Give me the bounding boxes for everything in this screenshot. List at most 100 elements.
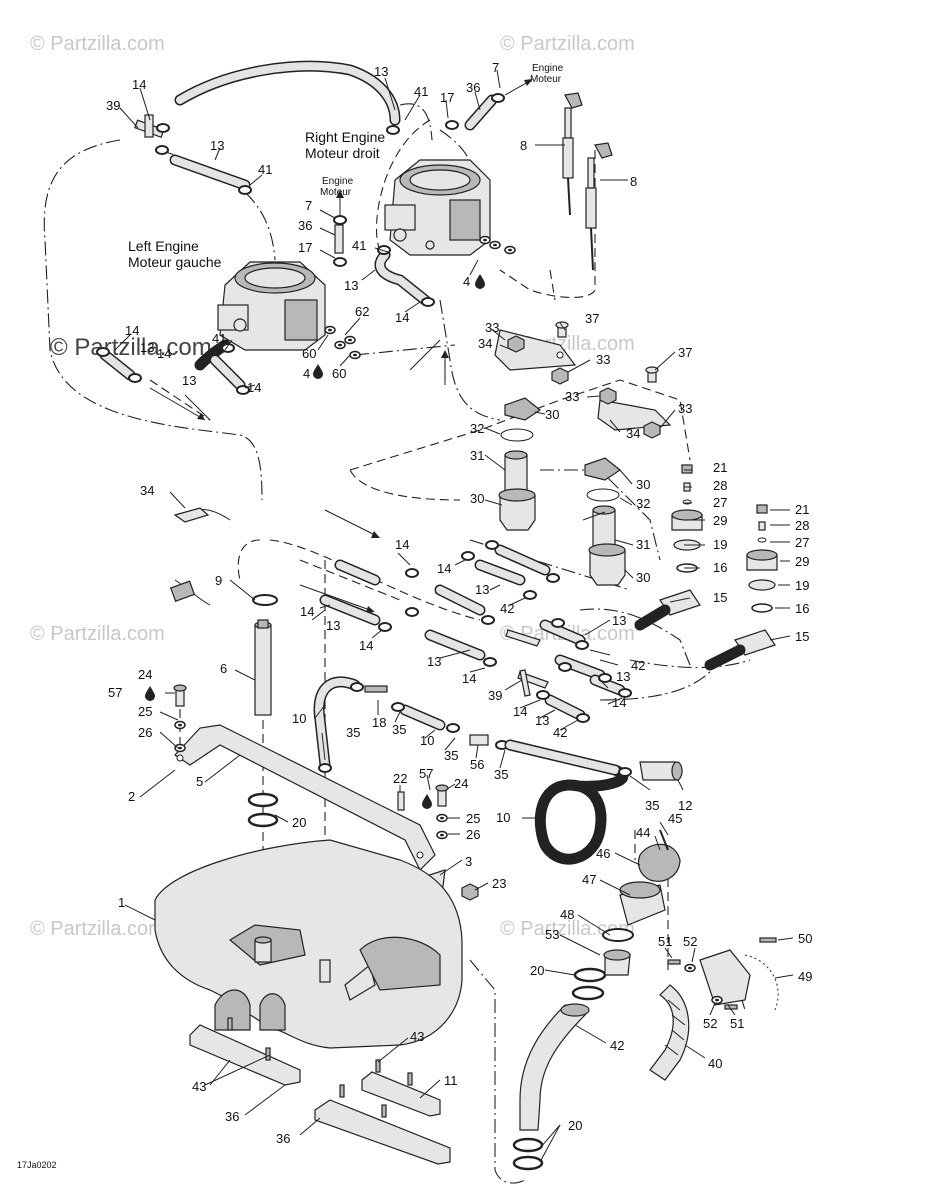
callout-25: 25 (138, 704, 152, 719)
callout-35: 34 (478, 336, 492, 351)
callout-labels: 13 14 39 13 41 41 17 36 7 Engine Moteur … (17, 60, 812, 1170)
watermark-text: © Partzilla.com (30, 918, 165, 940)
left-carburetor (217, 261, 326, 351)
callout-60: 60 (332, 366, 346, 381)
callout-14: 14 (132, 77, 146, 92)
callout-52: 50 (798, 931, 812, 946)
callout-20: 20 (292, 815, 306, 830)
engine-note-fr: Moteur (320, 187, 352, 198)
diagram-code: 17Ja0202 (17, 1160, 57, 1170)
callout-32: 32 (470, 421, 484, 436)
middle-hose-bank (319, 540, 632, 723)
callout-13: 13 (616, 669, 630, 684)
callout-28: 28 (713, 478, 727, 493)
callout-33: 33 (596, 352, 610, 367)
callout-13: 13 (535, 713, 549, 728)
callout-16: 16 (713, 560, 727, 575)
left-engine-label-fr: Moteur gauche (128, 254, 222, 270)
callout-14: 14 (462, 671, 476, 686)
vent-tube-41 (649, 984, 690, 1081)
callout-47: 45 (668, 811, 682, 826)
callout-7: 7 (305, 198, 312, 213)
callout-31: 31 (470, 448, 484, 463)
flow-arrows (149, 339, 449, 613)
clamp (238, 185, 252, 195)
callout-42: 42 (500, 601, 514, 616)
callout-12: 12 (678, 798, 692, 813)
callout-5: 5 (196, 774, 203, 789)
callout-38: 36 (466, 80, 480, 95)
fuel-sender-6 (170, 507, 278, 716)
screws-and-nuts (507, 321, 661, 439)
callout-53: 51 (658, 934, 672, 949)
callout-14: 14 (125, 323, 139, 338)
callout-14: 14 (247, 380, 261, 395)
callout-48: 46 (596, 846, 610, 861)
tank-pad-right-lower (314, 1084, 451, 1165)
callout-14: 14 (395, 310, 409, 325)
callout-26: 26 (466, 827, 480, 842)
callout-30: 30 (470, 491, 484, 506)
callout-37: 35 (444, 748, 458, 763)
right-engine-label-fr: Moteur droit (305, 145, 380, 161)
callout-18: 18 (372, 715, 386, 730)
callout-3: 3 (465, 854, 472, 869)
callout-43: 41 (212, 331, 226, 346)
fuel-filter-right (584, 457, 626, 586)
callout-20: 20 (530, 963, 544, 978)
callout-21: 21 (713, 460, 727, 475)
callout-39: 37 (585, 311, 599, 326)
callout-16: 16 (795, 601, 809, 616)
clamps-20-filler (571, 967, 607, 1001)
callout-21: 21 (795, 502, 809, 517)
callout-19: 19 (713, 537, 727, 552)
callout-50: 48 (560, 907, 574, 922)
callout-30: 30 (636, 477, 650, 492)
callout-34: 34 (140, 483, 154, 498)
callout-29: 29 (713, 513, 727, 528)
callout-60: 60 (302, 346, 316, 361)
callout-22: 22 (393, 771, 407, 786)
callout-2: 2 (128, 789, 135, 804)
engine-note-en: Engine (532, 63, 564, 74)
callout-37: 35 (392, 722, 406, 737)
callout-37: 35 (494, 767, 508, 782)
callout-43: 41 (414, 84, 428, 99)
t-fitting-40-left (96, 347, 142, 383)
callout-27: 27 (795, 535, 809, 550)
callout-15: 15 (713, 590, 727, 605)
hose-13-right-carb (374, 245, 435, 307)
callout-55: 53 (545, 927, 559, 942)
clamp (156, 123, 170, 133)
callout-15: 15 (795, 629, 809, 644)
right-engine-label: Right Engine (305, 129, 385, 145)
left-engine-fitting-38 (333, 190, 347, 267)
fuel-cap-assembly-right (704, 504, 778, 671)
clamp (491, 93, 505, 103)
callout-13: 13 (374, 64, 388, 79)
callout-9: 9 (215, 573, 222, 588)
engine-note-fr: Moteur (530, 74, 562, 85)
callout-4: 4 (303, 366, 310, 381)
callout-54: 52 (683, 934, 697, 949)
callout-56: 56 (470, 757, 484, 772)
support-bracket-5 (174, 724, 436, 872)
filler-hose-44 (512, 1003, 590, 1171)
callout-28: 28 (795, 518, 809, 533)
t-fitting-40-top (134, 114, 165, 139)
callout-30: 30 (545, 407, 559, 422)
right-carburetor (384, 159, 491, 256)
callout-57: 57 (108, 685, 122, 700)
fuel-line-10-upper (313, 676, 509, 773)
callout-38: 36 (298, 218, 312, 233)
callout-6: 6 (220, 661, 227, 676)
callout-43: 41 (352, 238, 366, 253)
callout-13: 13 (140, 340, 154, 355)
callout-31: 31 (636, 537, 650, 552)
callout-10: 10 (420, 733, 434, 748)
choke-cables-8 (562, 92, 613, 271)
callout-13: 13 (210, 138, 224, 153)
callout-32: 32 (636, 496, 650, 511)
callout-14: 14 (612, 695, 626, 710)
